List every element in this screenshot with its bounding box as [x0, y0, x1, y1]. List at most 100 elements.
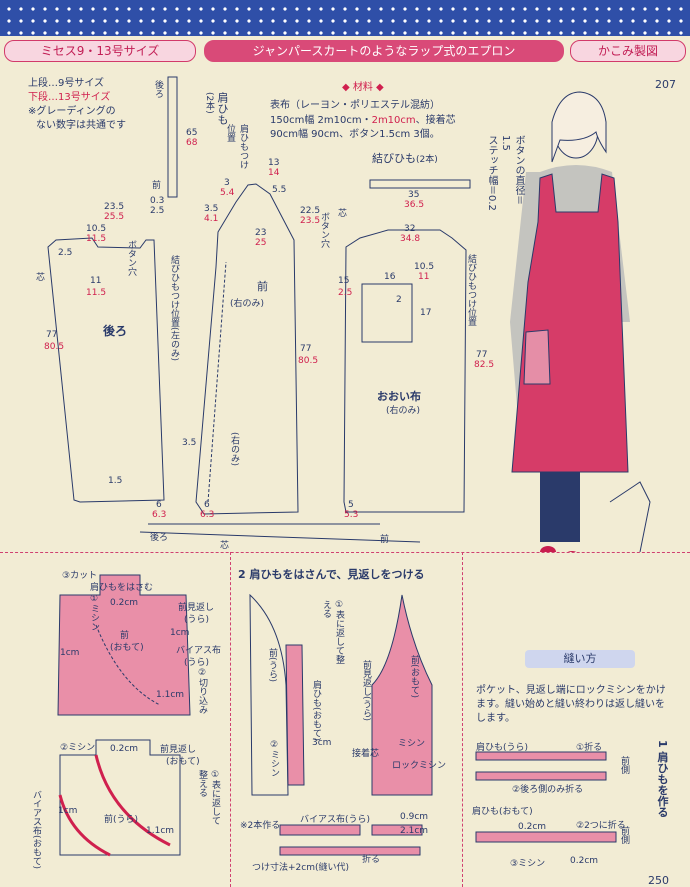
dim-6: 6	[156, 500, 162, 510]
dim-32: 32	[404, 224, 416, 234]
dim-10-5b: 10.5	[414, 262, 435, 272]
dim-2-5: 2.5	[58, 248, 73, 258]
dim-14: 14	[268, 168, 280, 178]
materials-title: ◆ 材料 ◆	[342, 82, 384, 93]
step2-sewing: ②ミシン	[269, 740, 279, 777]
step1-d1cm2: 1cm	[60, 648, 80, 658]
step1-cut: ③カット	[62, 571, 98, 581]
dim-3: 3	[224, 178, 230, 188]
step2-title: 2 肩ひもをはさんで、見返しをつける	[238, 568, 425, 581]
dim-34-8: 34.8	[400, 234, 421, 244]
button-note: ボタンの直径＝1.5	[500, 135, 524, 205]
step2-mae-ura: 前(うら)	[267, 648, 277, 683]
materials-line1: 表布（レーヨン・ポリエステル混紡）	[270, 100, 440, 111]
dim-11-5: 11.5	[86, 234, 107, 244]
dim-10-5: 10.5	[86, 224, 107, 234]
dim-11-5b: 11.5	[86, 288, 107, 298]
label-back: 後ろ	[103, 324, 128, 338]
howto-desc: ポケット、見返し端にロックミシンをかけます。縫い始めと縫い終わりは返し縫いをしま…	[476, 685, 666, 724]
header-bar: ミセス9・13号サイズ ジャンパースカートのようなラップ式のエプロン かこみ製図	[4, 40, 686, 62]
materials-line2b: 2m10cm	[371, 115, 416, 126]
label-front-bottom: 前	[380, 535, 390, 545]
step1-d1-1: 1.1cm	[156, 690, 185, 700]
dim-1-5: 1.5	[108, 476, 123, 486]
back-piece	[47, 237, 165, 503]
label-strap-count: (2本)	[204, 92, 214, 114]
header-method: かこみ製図	[570, 40, 686, 62]
step1-sewing: ①ミシン	[89, 594, 99, 631]
dim-5-4: 5.4	[220, 188, 235, 198]
label-tie-name: 結びひも	[372, 152, 416, 165]
legend-line1: 上段…9号サイズ	[28, 78, 105, 89]
step2-drawing	[249, 593, 433, 856]
label-strap-pos: 肩ひもつけ位置	[225, 124, 248, 169]
step1b-d02b: 0.2cm	[110, 744, 139, 754]
dim-0-3: 0.3	[150, 196, 165, 206]
dim-6-3b: 6.3	[200, 510, 215, 520]
materials-line2c: 、接着芯	[415, 115, 456, 126]
dim-36-5: 36.5	[404, 200, 425, 210]
label-front: 前	[257, 280, 268, 293]
dim-22-5: 22.5	[300, 206, 321, 216]
step1b-mae-ura: 前(うら)	[104, 815, 139, 825]
step1-cut-in: ②切り込み	[197, 668, 207, 714]
dim-77b: 77	[300, 344, 312, 354]
step1b-omote2: (おもて)	[166, 757, 200, 767]
howto-title: 縫い方	[525, 650, 635, 668]
dim-16: 16	[384, 272, 396, 282]
step2-mae-omote: 前(おもて)	[409, 655, 419, 699]
label-strap-back: 後ろ	[153, 80, 163, 98]
dim-11: 11	[90, 276, 102, 286]
howto-strap-ura: 肩ひも(うら)	[476, 743, 529, 753]
howto-front-side2: 前側	[619, 826, 629, 844]
howto-fold-back2: ②後ろ側のみ折る	[512, 785, 584, 795]
legend-line4: ない数字は共通です	[36, 120, 126, 131]
dim-80-5: 80.5	[44, 342, 65, 352]
dim-77: 77	[46, 330, 58, 340]
dim-77c: 77	[476, 350, 488, 360]
step1-bias: バイアス布	[176, 646, 222, 656]
step1b-d1cm3: 1cm	[58, 806, 78, 816]
page-number-bottom: 250	[648, 874, 669, 887]
header-size-label: ミセス9・13号サイズ	[4, 40, 196, 62]
step1-d1cm: 1cm	[170, 628, 190, 638]
dim-5-3: 5.3	[344, 510, 359, 520]
dim-65: 65	[186, 128, 198, 138]
dim-13: 13	[268, 158, 280, 168]
dim-25-5: 25.5	[104, 212, 125, 222]
legend-line2: 下段…13号サイズ	[28, 92, 111, 103]
step1b-sewing2: ②ミシン	[60, 743, 96, 753]
howto-fold1: ①折る	[576, 743, 603, 753]
step2-d21: 2.1cm	[400, 826, 429, 836]
dim-11b: 11	[418, 272, 430, 282]
label-front-right: (右のみ)	[230, 299, 265, 309]
step2-sew2: ミシン	[398, 739, 426, 749]
step1b-bias2: バイアス布(おもて)	[31, 790, 41, 870]
dim-25: 25	[255, 238, 267, 248]
step2-interface: 接着芯	[352, 749, 380, 759]
dim-5-5: 5.5	[272, 185, 287, 195]
dim-6b: 6	[204, 500, 210, 510]
howto-d02a: 0.2cm	[518, 822, 547, 832]
step2-fold: 折る	[362, 855, 381, 865]
step2-fold-back: ①表に返して整える	[321, 600, 344, 664]
label-cover-right: (右のみ)	[386, 406, 421, 416]
howto-drawing	[475, 751, 617, 843]
section-divider-v2	[462, 552, 464, 887]
step2-strap-omote: 肩ひも(おもて)	[311, 680, 321, 742]
step2-facing-ura: 前見返し(うら)	[361, 660, 371, 722]
label-cover: おおい布	[377, 390, 421, 403]
dim-3-5: 3.5	[204, 204, 219, 214]
step2-bias-ura: バイアス布(うら)	[300, 815, 371, 825]
section-divider-v1	[230, 552, 232, 887]
page-number-top: 207	[655, 78, 676, 91]
howto-front-side: 前側	[619, 756, 629, 774]
dim-3-5b: 3.5	[182, 438, 197, 448]
pocket-outline	[361, 283, 413, 343]
step1-mae: 前	[120, 631, 130, 641]
materials-line2: 150cm幅 2m10cm・2m10cm、接着芯	[270, 111, 456, 126]
dim-23: 23	[255, 228, 267, 238]
dim-35: 35	[408, 190, 420, 200]
dim-6-3: 6.3	[152, 510, 167, 520]
step1-bias-ura: (うら)	[184, 658, 210, 668]
